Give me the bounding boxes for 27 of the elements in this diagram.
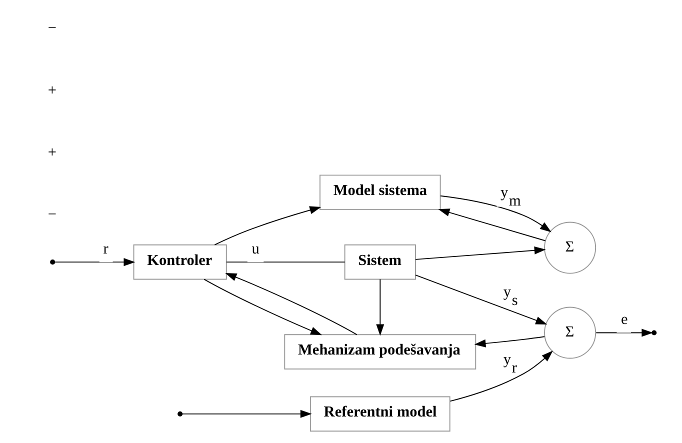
node-box: Referentni model xyxy=(309,396,450,432)
label: + xyxy=(47,144,56,161)
arrow xyxy=(414,274,547,324)
connector xyxy=(226,262,345,263)
edge-label: u xyxy=(251,240,259,258)
arrow xyxy=(438,208,546,242)
node-box: Mehanizam podešavanja xyxy=(284,334,476,370)
label: − xyxy=(47,206,56,223)
arrow xyxy=(181,410,312,418)
arrow xyxy=(224,272,357,336)
label: + xyxy=(47,82,56,99)
arrow xyxy=(440,195,551,232)
node-box: Model sistema xyxy=(319,174,440,210)
label: − xyxy=(47,20,56,37)
edge-label: r xyxy=(102,240,108,258)
arrow xyxy=(414,246,546,260)
node-circle: Σ xyxy=(544,222,596,274)
arrow xyxy=(449,350,552,402)
node-box: Kontroler xyxy=(132,244,226,280)
node-box: Sistem xyxy=(344,244,416,280)
arrow xyxy=(203,278,322,336)
arrow xyxy=(214,206,321,246)
arrow xyxy=(474,336,544,348)
edge-label: e xyxy=(620,310,628,328)
arrow xyxy=(376,278,384,336)
arrow xyxy=(54,258,135,266)
node-circle: Σ xyxy=(544,306,596,359)
